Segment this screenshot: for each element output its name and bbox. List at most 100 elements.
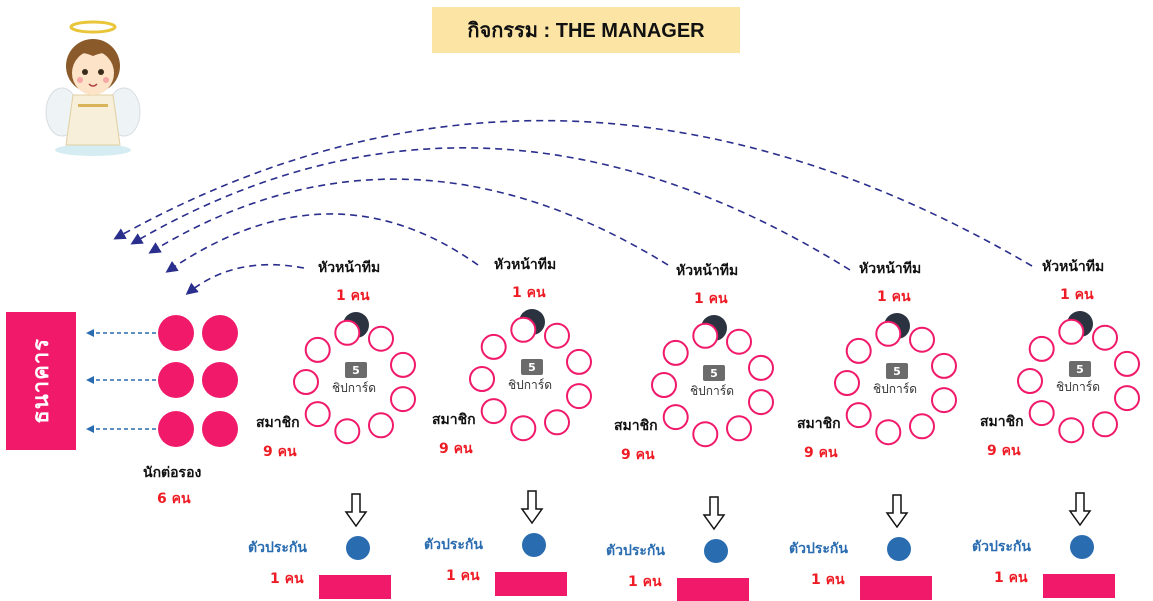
chip-label: ชิปการ์ด: [873, 382, 918, 396]
angel-icon: [45, 20, 141, 156]
member-circle: [1058, 318, 1085, 345]
bank-arrows: [86, 329, 156, 433]
bank-box: ธนาคาร: [6, 312, 76, 450]
negotiator-circle: [202, 362, 238, 398]
member-circle: [390, 386, 416, 413]
member-circle: [510, 316, 537, 343]
member-circle: [726, 328, 752, 355]
guarantor-count: 1 คน: [994, 570, 1028, 586]
guarantor-label: ตัวประกัน: [789, 541, 848, 557]
guarantor-count: 1 คน: [270, 571, 304, 587]
team-2: [469, 309, 592, 596]
team-head-label: หัวหน้าทีม: [676, 263, 739, 279]
member-circle: [1028, 335, 1055, 362]
negotiator-circle: [202, 315, 238, 351]
chip-value-badge: 5: [886, 363, 908, 379]
team-1: [293, 312, 416, 599]
team-head-count: 1 คน: [694, 291, 728, 307]
member-circle: [845, 337, 872, 364]
member-circle: [469, 366, 495, 392]
team-member-count: 9 คน: [621, 447, 655, 463]
member-circle: [1028, 400, 1055, 427]
member-circle: [931, 387, 957, 414]
chip-label: ชิปการ์ด: [508, 378, 553, 392]
member-circle: [304, 401, 331, 428]
member-circle: [544, 409, 570, 436]
member-circle: [334, 319, 361, 346]
bank-label: ธนาคาร: [28, 338, 54, 424]
team-5: [1017, 311, 1140, 598]
team-member-label: สมาชิก: [797, 416, 841, 432]
member-circle: [566, 383, 592, 410]
negotiator-circle: [158, 362, 194, 398]
guarantor-circle: [887, 537, 911, 561]
member-circle: [1092, 411, 1118, 438]
arc-team-4: [130, 147, 851, 271]
negotiator-count: 6 คน: [157, 491, 191, 507]
member-circle: [544, 322, 570, 349]
guarantor-count: 1 คน: [628, 574, 662, 590]
member-circle: [662, 339, 689, 366]
member-circle: [748, 389, 774, 416]
member-circle: [293, 369, 319, 395]
team-3: [651, 315, 774, 601]
member-circle: [334, 418, 361, 445]
team-4: [834, 313, 957, 600]
team-head-label: หัวหน้าทีม: [1042, 259, 1105, 275]
team-member-label: สมาชิก: [256, 415, 300, 431]
guarantor-count: 1 คน: [446, 568, 480, 584]
member-circle: [834, 370, 860, 396]
member-circle: [510, 415, 537, 442]
negotiator-group: [158, 315, 238, 447]
chip-value-badge: 5: [1069, 361, 1091, 377]
member-circle: [875, 419, 902, 446]
guarantor-label: ตัวประกัน: [424, 537, 483, 553]
guarantor-circle: [1070, 535, 1094, 559]
team-head-label: หัวหน้าทีม: [318, 260, 381, 276]
guarantor-bar: [319, 575, 391, 599]
arc-team-5: [113, 119, 1033, 267]
chip-label: ชิปการ์ด: [332, 381, 377, 395]
team-member-count: 9 คน: [439, 441, 473, 457]
guarantor-circle: [522, 533, 546, 557]
chip-value-badge: 5: [703, 365, 725, 381]
negotiator-label: นักต่อรอง: [143, 465, 202, 481]
guarantor-circle: [346, 536, 370, 560]
member-circle: [368, 412, 394, 439]
member-circle: [909, 326, 935, 353]
guarantor-label: ตัวประกัน: [972, 539, 1031, 555]
chip-value-badge: 5: [345, 362, 367, 378]
page-title: กิจกรรม : THE MANAGER: [467, 20, 705, 42]
team-head-count: 1 คน: [512, 285, 546, 301]
negotiator-circle: [158, 315, 194, 351]
guarantor-bar: [860, 576, 932, 600]
member-circle: [304, 336, 331, 363]
chip-label: ชิปการ์ด: [1056, 380, 1101, 394]
member-circle: [1114, 350, 1140, 377]
down-arrow-icon: [1068, 492, 1092, 527]
team-head-count: 1 คน: [877, 289, 911, 305]
team-head-label: หัวหน้าทีม: [859, 261, 922, 277]
guarantor-bar: [1043, 574, 1115, 598]
guarantor-bar: [495, 572, 567, 596]
team-member-label: สมาชิก: [614, 418, 658, 434]
member-circle: [845, 402, 872, 429]
member-circle: [566, 348, 592, 375]
down-arrow-icon: [702, 496, 726, 531]
guarantor-circle: [704, 539, 728, 563]
member-circle: [909, 413, 935, 440]
member-circle: [480, 333, 507, 360]
team-member-label: สมาชิก: [432, 412, 476, 428]
member-circle: [1058, 417, 1085, 444]
member-circle: [692, 322, 719, 349]
chip-label: ชิปการ์ด: [690, 384, 735, 398]
guarantor-bar: [677, 578, 749, 601]
team-member-count: 9 คน: [987, 443, 1021, 459]
down-arrow-icon: [344, 493, 368, 528]
member-circle: [931, 352, 957, 379]
member-circle: [480, 398, 507, 425]
member-circle: [1017, 368, 1043, 394]
down-arrow-icon: [520, 490, 544, 525]
member-circle: [368, 325, 394, 352]
